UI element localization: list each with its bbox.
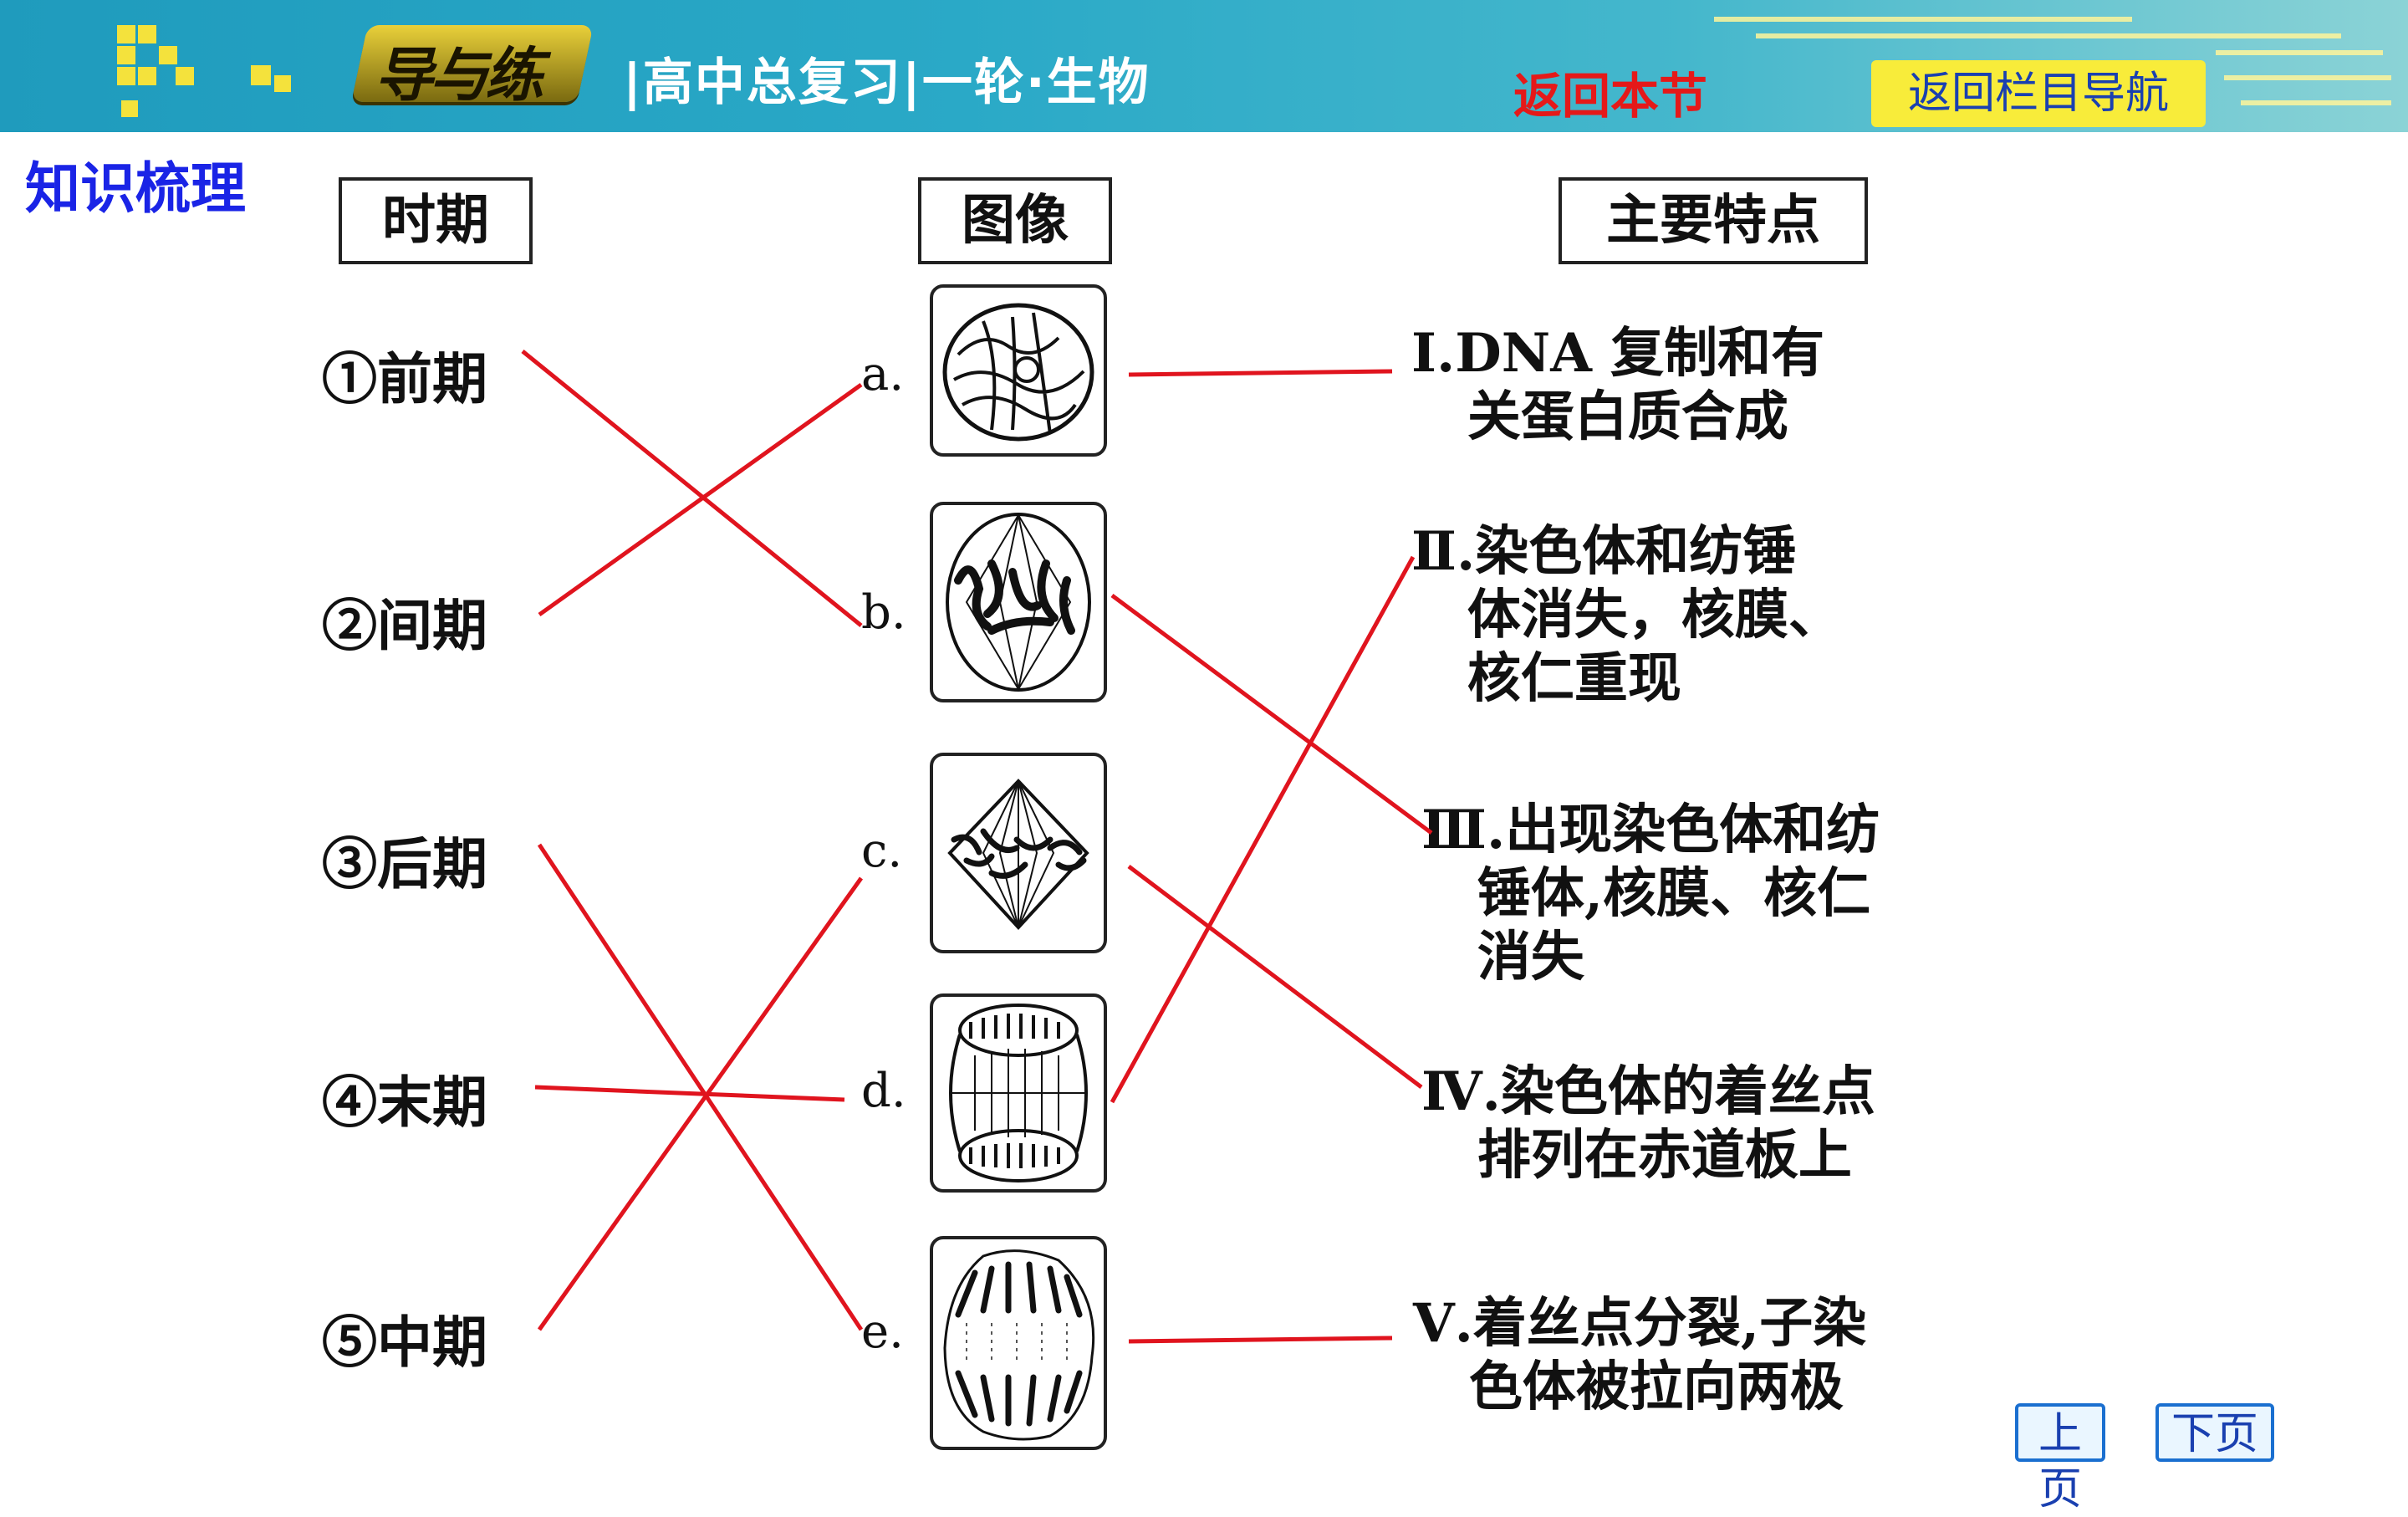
match-line <box>538 382 863 617</box>
match-line <box>1110 593 1433 835</box>
match-line <box>521 350 863 627</box>
period-label: ②间期 <box>322 593 487 658</box>
cell-telophase-icon <box>930 993 1107 1193</box>
dot-pattern-decor <box>2224 75 2391 80</box>
feature-text: Ⅱ.染色体和纺锤 体消失，核膜、 核仁重现 <box>1411 520 1842 710</box>
back-to-navigation-button[interactable]: 返回栏目导航 <box>1871 60 2206 127</box>
dot-pattern-decor <box>1714 17 2132 22</box>
match-line <box>1127 865 1423 1089</box>
pixel-decor <box>176 67 194 85</box>
pixel-decor <box>138 25 156 43</box>
prev-page-button[interactable]: 上页 <box>2015 1403 2105 1514</box>
period-label: ①前期 <box>322 346 487 411</box>
pixel-decor <box>274 75 291 92</box>
cell-anaphase-icon <box>930 1236 1107 1450</box>
pixel-decor <box>251 65 271 85</box>
dot-pattern-decor <box>2216 50 2383 55</box>
pixel-decor <box>159 46 177 64</box>
header-bar: 导与练 |高中总复习|一轮·生物 返回本节 返回栏目导航 <box>0 0 2408 132</box>
image-letter: c. <box>861 824 903 878</box>
pixel-decor <box>117 46 135 64</box>
cell-telophase-icon <box>930 502 1107 702</box>
image-letter: e. <box>861 1305 904 1359</box>
period-label: ⑤中期 <box>322 1310 487 1375</box>
match-line <box>1128 1336 1393 1344</box>
match-line <box>537 843 864 1331</box>
image-letter: b. <box>861 585 906 640</box>
column-header-period: 时期 <box>339 177 533 264</box>
match-line <box>1110 555 1416 1104</box>
dot-pattern-decor <box>2241 100 2391 105</box>
pixel-decor <box>138 67 156 85</box>
image-letter: a. <box>861 347 905 401</box>
image-letter: d. <box>861 1064 906 1118</box>
back-to-section-link[interactable]: 返回本节 <box>1513 68 1708 125</box>
column-header-image: 图像 <box>918 177 1112 264</box>
section-title: 知识梳理 <box>25 156 246 221</box>
match-line <box>537 876 864 1331</box>
next-page-button[interactable]: 下页 <box>2155 1403 2274 1462</box>
course-title: |高中总复习|一轮·生物 <box>623 54 1150 112</box>
match-line <box>1128 369 1393 377</box>
feature-text: Ⅴ.着丝点分裂,子染 色体被拉向两极 <box>1413 1292 1867 1418</box>
match-line <box>534 1085 845 1102</box>
period-label: ④末期 <box>322 1070 487 1135</box>
cell-metaphase-icon <box>930 753 1107 953</box>
feature-text: Ⅳ.染色体的着丝点 排列在赤道板上 <box>1421 1060 1875 1187</box>
pixel-decor <box>117 67 135 85</box>
period-label: ③后期 <box>322 831 487 896</box>
feature-text: Ⅲ.出现染色体和纺 锤体,核膜、核仁 消失 <box>1421 799 1880 988</box>
feature-text: Ⅰ.DNA 复制和有 关蛋白质合成 <box>1411 322 1825 448</box>
cell-interphase-icon <box>930 284 1107 457</box>
logo: 导与练 <box>375 40 543 110</box>
column-header-feature: 主要特点 <box>1559 177 1868 264</box>
pixel-decor <box>121 100 138 117</box>
dot-pattern-decor <box>1756 33 2341 38</box>
pixel-decor <box>117 25 135 43</box>
